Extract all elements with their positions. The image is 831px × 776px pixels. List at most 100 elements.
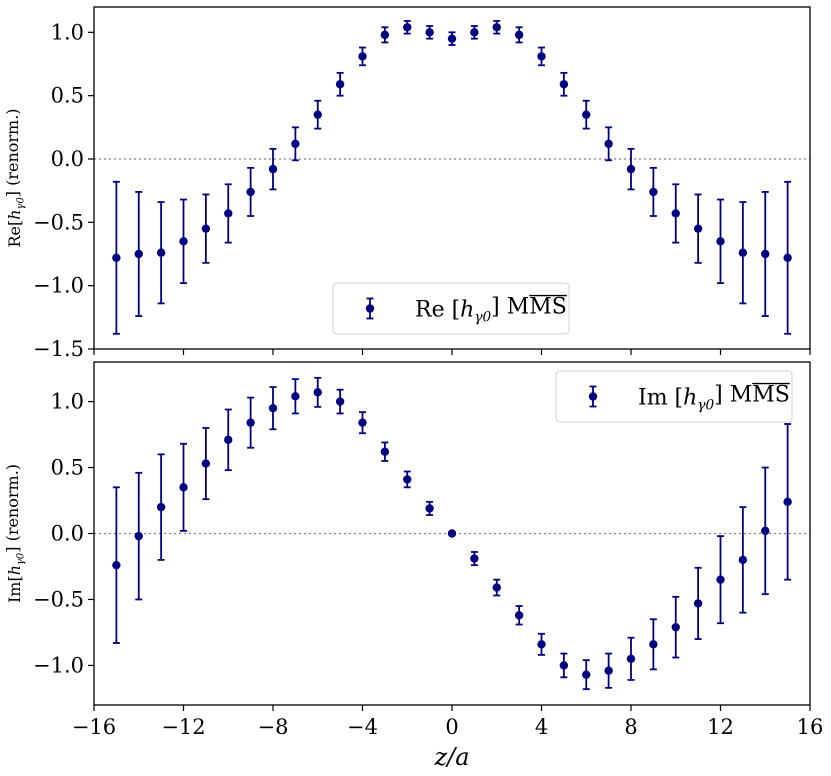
point-marker xyxy=(783,253,792,262)
legend: Re [hγ0] MMS xyxy=(332,282,570,335)
point-marker xyxy=(403,475,412,484)
data-point xyxy=(559,71,569,97)
data-points xyxy=(112,20,792,335)
x-tick-label: −4 xyxy=(347,715,378,739)
legend-box xyxy=(555,370,793,423)
point-marker xyxy=(179,483,188,492)
point-marker xyxy=(761,526,770,536)
data-point xyxy=(201,427,211,501)
point-marker xyxy=(246,418,255,427)
point-marker xyxy=(604,139,613,148)
data-point xyxy=(425,500,434,516)
point-marker xyxy=(761,249,770,259)
point-marker xyxy=(425,504,434,513)
point-marker xyxy=(224,209,233,218)
data-point xyxy=(537,46,546,67)
data-point xyxy=(380,441,390,462)
point-marker xyxy=(693,224,703,233)
y-axis-ticks: 1.0 0.5 0.0 −0.5 −1.0 −1.5 xyxy=(33,20,94,361)
x-tick-label: 4 xyxy=(535,715,548,739)
y-axis-label: Im[hγ0] (renorm.) xyxy=(3,464,27,603)
point-marker xyxy=(201,459,211,468)
point-marker xyxy=(514,611,524,620)
x-tick-label: 12 xyxy=(707,715,734,739)
data-point xyxy=(335,71,345,97)
y-tick-label: −0.5 xyxy=(33,210,84,234)
point-marker xyxy=(313,388,322,397)
data-point xyxy=(313,376,322,408)
data-point xyxy=(693,566,703,640)
point-marker xyxy=(224,435,233,445)
legend: Im [hγ0] MMS xyxy=(555,370,793,423)
data-point xyxy=(403,20,412,35)
point-marker xyxy=(559,80,569,89)
legend-marker xyxy=(588,392,598,401)
data-point xyxy=(783,180,792,335)
data-point xyxy=(112,486,121,644)
y-tick-label: −1.0 xyxy=(33,274,84,298)
data-point xyxy=(134,191,143,317)
y-tick-label: 0.0 xyxy=(51,147,84,171)
point-marker xyxy=(783,497,792,507)
data-point xyxy=(224,183,233,244)
data-point xyxy=(268,386,278,431)
data-point xyxy=(537,632,546,656)
data-point xyxy=(447,31,457,46)
y-tick-label: 1.0 xyxy=(51,20,84,44)
point-marker xyxy=(537,640,546,649)
point-marker xyxy=(403,23,412,32)
y-tick-label: 1.0 xyxy=(51,390,84,414)
y-tick-label: −1.0 xyxy=(33,653,84,677)
point-marker xyxy=(559,661,569,670)
data-point xyxy=(559,652,569,679)
data-point xyxy=(201,193,211,264)
data-point xyxy=(738,506,748,614)
y-axis-ticks: 1.00.50.0−0.5−1.0 xyxy=(33,390,94,677)
data-point xyxy=(783,423,792,581)
data-point xyxy=(179,198,188,285)
data-point xyxy=(358,46,367,67)
legend-label: Im [hγ0] MMS xyxy=(638,383,790,414)
plot-frame xyxy=(93,361,811,706)
plot-frame xyxy=(93,6,811,350)
point-marker xyxy=(134,249,143,259)
point-marker xyxy=(626,654,636,664)
point-marker xyxy=(358,418,367,427)
data-point xyxy=(716,198,725,285)
point-marker xyxy=(112,253,121,262)
data-point xyxy=(112,180,121,335)
y-axis-label: Re[hγ0] (renorm.) xyxy=(3,108,27,247)
y-tick-label: −1.5 xyxy=(33,337,84,361)
data-point xyxy=(514,26,524,44)
point-marker xyxy=(112,560,121,570)
point-marker xyxy=(268,403,278,413)
data-point xyxy=(335,388,345,415)
x-tick-label: 8 xyxy=(624,715,637,739)
point-marker xyxy=(447,529,457,538)
point-marker xyxy=(380,30,390,40)
legend-box xyxy=(332,282,570,335)
point-marker xyxy=(738,555,748,565)
data-point xyxy=(582,659,591,691)
point-marker xyxy=(604,666,613,675)
point-marker xyxy=(738,248,748,257)
point-marker xyxy=(492,23,501,32)
data-point xyxy=(447,529,457,538)
y-tick-label: 0.5 xyxy=(51,84,84,108)
data-point xyxy=(716,535,725,625)
data-point xyxy=(470,551,479,567)
data-point xyxy=(291,378,300,415)
x-tick-label: −16 xyxy=(72,715,116,739)
point-marker xyxy=(358,52,367,61)
point-marker xyxy=(582,110,591,119)
x-tick-label: 16 xyxy=(797,715,824,739)
data-point xyxy=(358,411,367,435)
point-marker xyxy=(156,248,166,257)
point-marker xyxy=(649,187,658,197)
point-marker xyxy=(470,28,479,37)
data-point xyxy=(246,166,255,217)
point-marker xyxy=(716,237,725,246)
x-tick-label: −12 xyxy=(161,715,205,739)
x-axis-label: z/a xyxy=(433,743,469,771)
